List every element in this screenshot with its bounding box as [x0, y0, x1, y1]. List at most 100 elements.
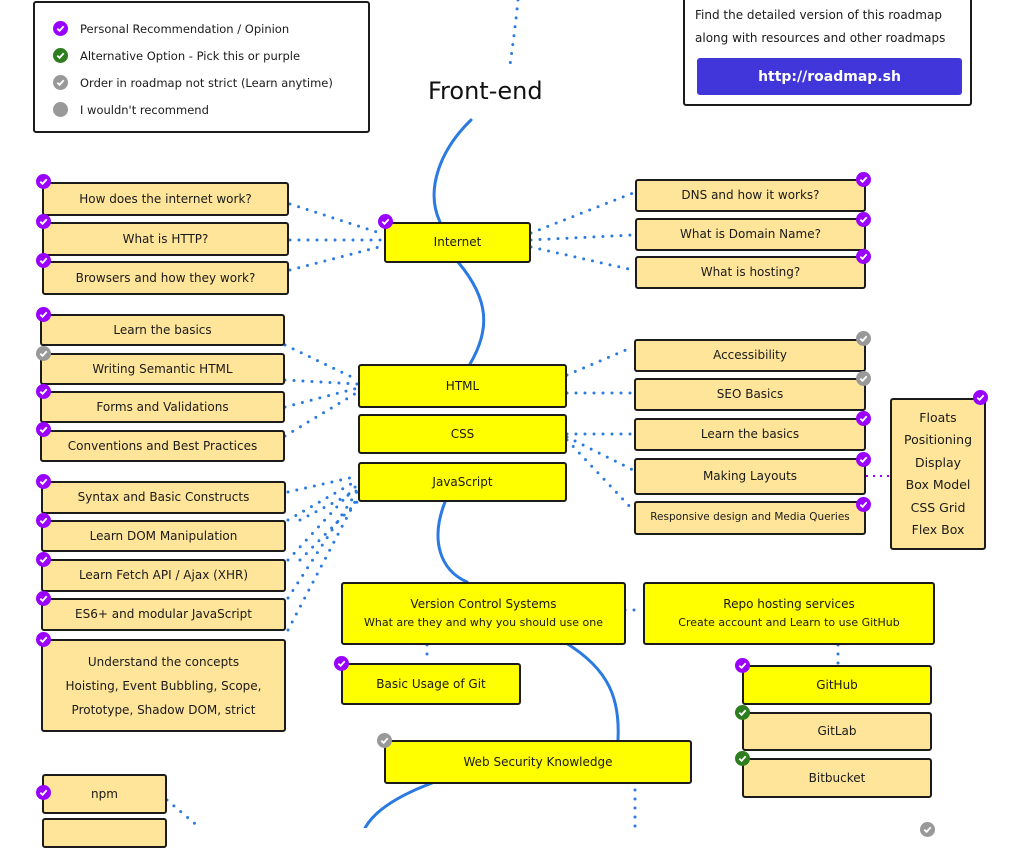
- roadmap-node[interactable]: Learn Fetch API / Ajax (XHR): [41, 559, 286, 592]
- purple-check-icon: [856, 172, 871, 187]
- topic-html[interactable]: HTML: [358, 364, 567, 408]
- roadmap-node[interactable]: npm: [42, 774, 167, 814]
- main-path: [436, 500, 469, 584]
- purple-check-icon: [36, 552, 51, 567]
- roadmap-link-button[interactable]: http://roadmap.sh: [697, 58, 962, 95]
- list-item: Flex Box: [911, 522, 965, 537]
- purple-check-icon: [36, 307, 51, 322]
- roadmap-node[interactable]: Writing Semantic HTML: [40, 353, 285, 385]
- purple-check-icon: [856, 411, 871, 426]
- roadmap-node[interactable]: What is Domain Name?: [635, 218, 866, 251]
- purple-check-icon: [36, 253, 51, 268]
- main-path: [363, 781, 434, 828]
- purple-check-icon: [53, 21, 68, 36]
- main-path: [432, 118, 473, 224]
- promo-line: Find the detailed version of this roadma…: [695, 8, 942, 22]
- topic-version-control[interactable]: Version Control Systems What are they an…: [341, 582, 626, 645]
- list-item: Positioning: [904, 432, 972, 447]
- purple-check-icon: [36, 632, 51, 647]
- roadmap-node[interactable]: Bitbucket: [742, 758, 932, 798]
- node-title: Repo hosting services: [723, 597, 855, 612]
- legend: Personal Recommendation / Opinion Altern…: [33, 1, 370, 133]
- list-item: CSS Grid: [910, 499, 966, 515]
- topic-javascript[interactable]: JavaScript: [358, 462, 567, 502]
- purple-check-icon: [36, 785, 51, 800]
- roadmap-node[interactable]: SEO Basics: [634, 378, 866, 411]
- gray-dot-icon: [53, 102, 68, 117]
- layout-topics-list[interactable]: Floats Positioning Display Box Model CSS…: [890, 398, 986, 550]
- legend-item: Order in roadmap not strict (Learn anyti…: [53, 75, 333, 90]
- roadmap-node[interactable]: Forms and Validations: [40, 391, 285, 423]
- roadmap-node[interactable]: Browsers and how they work?: [42, 261, 289, 295]
- promo-line: along with resources and other roadmaps: [695, 31, 946, 45]
- roadmap-node[interactable]: Conventions and Best Practices: [40, 430, 285, 462]
- legend-item: Personal Recommendation / Opinion: [53, 21, 289, 36]
- roadmap-node[interactable]: What is HTTP?: [42, 222, 289, 256]
- main-path: [508, 0, 520, 67]
- roadmap-node[interactable]: Learn DOM Manipulation: [41, 520, 286, 552]
- purple-check-icon: [36, 174, 51, 189]
- js-concepts-node[interactable]: Understand the concepts Hoisting, Event …: [41, 639, 286, 732]
- purple-check-icon: [856, 212, 871, 227]
- roadmap-node[interactable]: Responsive design and Media Queries: [634, 501, 866, 535]
- roadmap-node[interactable]: What is hosting?: [635, 256, 866, 289]
- legend-label: Order in roadmap not strict (Learn anyti…: [80, 75, 333, 90]
- purple-check-icon: [856, 497, 871, 512]
- topic-internet[interactable]: Internet: [384, 222, 531, 263]
- roadmap-node[interactable]: ES6+ and modular JavaScript: [41, 598, 286, 631]
- node-subtitle: What are they and why you should use one: [364, 616, 603, 630]
- roadmap-node[interactable]: DNS and how it works?: [635, 179, 866, 212]
- page-title: Front-end: [428, 77, 543, 105]
- roadmap-node[interactable]: Accessibility: [634, 339, 866, 372]
- gray-check-icon: [856, 371, 871, 386]
- roadmap-node[interactable]: Making Layouts: [634, 458, 866, 495]
- purple-check-icon: [36, 513, 51, 528]
- purple-check-icon: [36, 474, 51, 489]
- legend-item: I wouldn't recommend: [53, 102, 209, 117]
- legend-item: Alternative Option - Pick this or purple: [53, 48, 300, 63]
- purple-check-icon: [36, 591, 51, 606]
- purple-check-icon: [378, 214, 393, 229]
- purple-check-icon: [856, 452, 871, 467]
- roadmap-node[interactable]: GitHub: [742, 665, 932, 705]
- main-path: [564, 641, 620, 742]
- topic-css[interactable]: CSS: [358, 414, 567, 454]
- purple-check-icon: [36, 214, 51, 229]
- gray-check-icon: [53, 75, 68, 90]
- gray-check-icon: [856, 331, 871, 346]
- gray-check-icon: [36, 346, 51, 361]
- gray-check-icon: [920, 822, 935, 837]
- purple-check-icon: [334, 656, 349, 671]
- roadmap-node[interactable]: Learn the basics: [40, 314, 285, 346]
- roadmap-node[interactable]: GitLab: [742, 712, 932, 751]
- topic-web-security[interactable]: Web Security Knowledge: [384, 740, 692, 784]
- topic-repo-hosting[interactable]: Repo hosting services Create account and…: [643, 582, 935, 645]
- list-item: Display: [914, 454, 962, 470]
- main-path: [456, 260, 486, 366]
- node-line: Understand the concepts: [87, 654, 240, 669]
- list-item: Box Model: [905, 477, 971, 492]
- roadmap-node[interactable]: How does the internet work?: [42, 182, 289, 216]
- roadmap-node[interactable]: [42, 818, 167, 848]
- list-item: Floats: [919, 409, 957, 425]
- promo-box: Find the detailed version of this roadma…: [683, 0, 972, 106]
- purple-check-icon: [856, 249, 871, 264]
- roadmap-node[interactable]: Learn the basics: [634, 418, 866, 451]
- node-line: Hoisting, Event Bubbling, Scope,: [65, 678, 262, 693]
- purple-check-icon: [36, 422, 51, 437]
- purple-check-icon: [36, 384, 51, 399]
- roadmap-node[interactable]: Syntax and Basic Constructs: [41, 481, 286, 514]
- roadmap-node[interactable]: Basic Usage of Git: [341, 663, 521, 705]
- purple-check-icon: [735, 658, 750, 673]
- node-line: Prototype, Shadow DOM, strict: [71, 702, 256, 717]
- promo-text: Find the detailed version of this roadma…: [695, 4, 945, 50]
- legend-label: Alternative Option - Pick this or purple: [80, 48, 301, 63]
- green-check-icon: [735, 751, 750, 766]
- node-subtitle: Create account and Learn to use GitHub: [678, 616, 900, 630]
- green-check-icon: [53, 48, 68, 63]
- connector-lines: [165, 0, 890, 828]
- legend-label: I wouldn't recommend: [80, 102, 209, 117]
- legend-label: Personal Recommendation / Opinion: [80, 21, 290, 36]
- purple-check-icon: [973, 390, 988, 405]
- node-title: Version Control Systems: [410, 597, 557, 612]
